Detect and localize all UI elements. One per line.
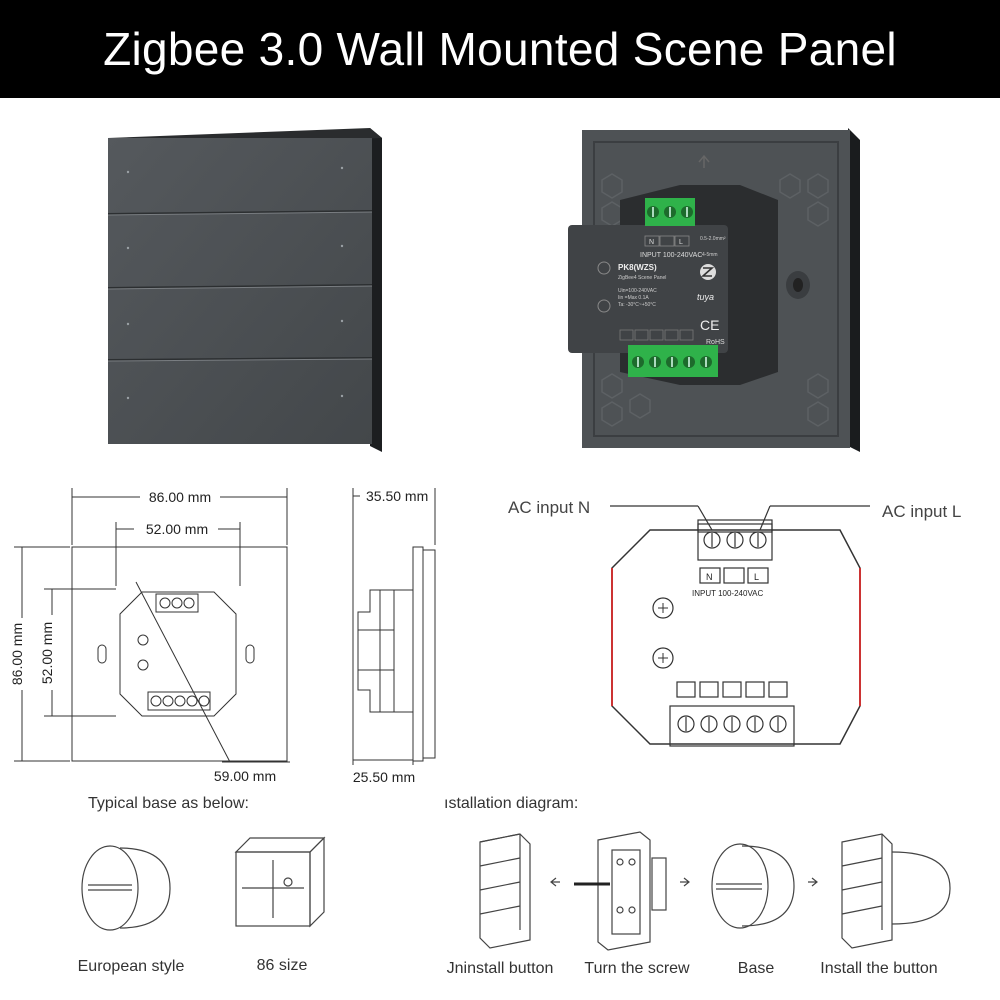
tuya-logo: tuya: [697, 292, 714, 302]
arrow-right-icon-2: [808, 877, 818, 887]
rohs-mark: RoHS: [706, 339, 725, 346]
install-step-4-drawing: [841, 833, 951, 949]
install-step-3-drawing: [711, 843, 795, 929]
wiring-diagram: [610, 505, 870, 747]
module-model: PK8(WZS): [618, 263, 657, 272]
dim-module-depth: 25.50 mm: [353, 769, 415, 785]
step-turn-screw-label: Turn the screw: [584, 960, 690, 977]
dim-diagonal: 59.00 mm: [214, 768, 276, 784]
step-install-label: Install the button: [820, 960, 937, 977]
module-wire-spec: 0.5-2.0mm²: [700, 236, 726, 242]
install-step-1-drawing: [479, 833, 531, 949]
step-uninstall-label: Jninstall button: [447, 960, 554, 977]
front-dimension-labels: 86.00 mm 52.00 mm 86.00 mm 52.00 mm 59.0…: [9, 489, 276, 784]
wiring-labels: AC input N AC input L N L INPUT 100-240V…: [508, 498, 961, 598]
wiring-terminal-n: N: [706, 572, 713, 582]
dim-inner-width: 52.00 mm: [146, 521, 208, 537]
wiring-input-label: INPUT 100-240VAC: [692, 589, 764, 598]
dim-inner-height: 52.00 mm: [39, 622, 55, 684]
arrow-right-icon: [680, 877, 690, 887]
page-title: Zigbee 3.0 Wall Mounted Scene Panel: [0, 0, 1000, 98]
ce-mark: CE: [700, 317, 719, 333]
module-spec-3: Ta: -30°C~+50°C: [618, 302, 656, 308]
dim-outer-width: 86.00 mm: [149, 489, 211, 505]
step-base-label: Base: [738, 960, 775, 977]
module-spec-2: Iin =Max 0.1A: [618, 295, 649, 301]
front-dimension-drawing: [14, 488, 290, 763]
module-input-label: INPUT 100-240VAC: [640, 252, 702, 259]
base-european-label: European style: [78, 958, 185, 975]
module-model-sub: ZigBee4 Scene Panel: [618, 275, 666, 281]
install-heading: ıstallation diagram:: [444, 795, 578, 812]
install-step-2-drawing: [574, 831, 667, 951]
ac-input-l-label: AC input L: [882, 502, 961, 521]
front-panel-photo: [107, 128, 382, 452]
ac-input-n-label: AC input N: [508, 498, 590, 517]
module-terminal-n: N: [649, 239, 654, 246]
back-panel-photo: N L INPUT 100-240VAC 0.5-2.0mm² 4-5mm PK…: [568, 128, 860, 452]
base-heading: Typical base as below:: [88, 795, 249, 812]
base-86-label: 86 size: [257, 957, 308, 974]
module-spec-1: Uin=100-240VAC: [618, 288, 657, 294]
wiring-terminal-l: L: [754, 572, 759, 582]
european-base-drawing: [81, 845, 171, 931]
side-dimension-drawing: [352, 488, 436, 765]
side-dimension-labels: 35.50 mm 25.50 mm: [353, 488, 428, 785]
arrow-left-icon: [550, 877, 560, 887]
diagram-canvas: N L INPUT 100-240VAC 0.5-2.0mm² 4-5mm PK…: [9, 128, 961, 977]
module-terminal-l: L: [679, 239, 683, 246]
dim-total-depth: 35.50 mm: [366, 488, 428, 504]
86-base-drawing: [234, 836, 326, 928]
dim-outer-height: 86.00 mm: [9, 623, 25, 685]
module-strip-length: 4-5mm: [702, 252, 718, 258]
